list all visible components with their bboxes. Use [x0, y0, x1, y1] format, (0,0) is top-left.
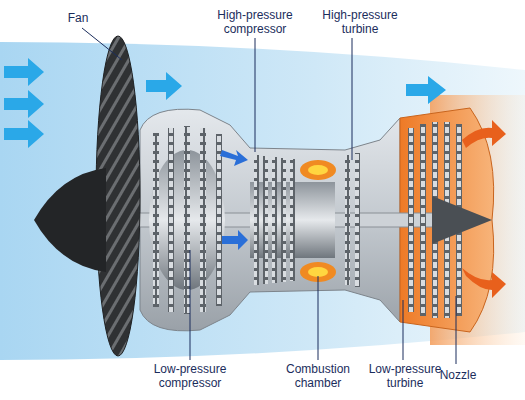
part-label: Nozzle [428, 368, 488, 382]
airflow-band [0, 42, 525, 360]
fan [34, 36, 140, 356]
core-casing [140, 108, 494, 332]
exhaust-cone [432, 196, 492, 244]
high-pressure-compressor-stages [250, 155, 335, 285]
combustion-flames [300, 160, 336, 282]
part-label: Low-pressure compressor [135, 362, 245, 390]
exhaust-arrows [462, 120, 506, 298]
part-label: Fan [53, 11, 103, 25]
part-label: Low-pressure turbine [360, 362, 450, 390]
part-label: High-pressure compressor [200, 8, 310, 36]
inner-flow-arrows [220, 150, 248, 250]
part-label: Combustion chamber [273, 362, 363, 390]
part-label: High-pressure turbine [312, 8, 408, 36]
high-pressure-turbine-stages [345, 153, 360, 287]
low-pressure-compressor-stages [149, 126, 225, 314]
leader-lines [82, 28, 456, 364]
